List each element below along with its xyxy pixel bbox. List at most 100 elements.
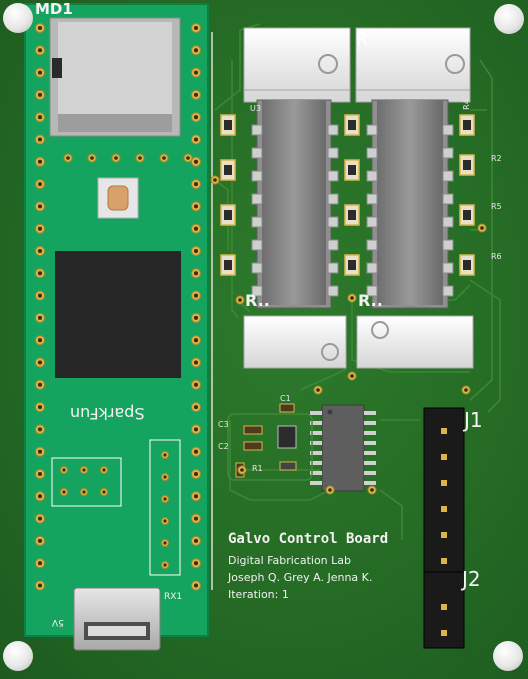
ic-pin bbox=[251, 170, 263, 182]
mounting-hole-top-right bbox=[494, 4, 524, 34]
ic-pin bbox=[442, 147, 454, 159]
module-small-header bbox=[51, 457, 122, 507]
soic-pin bbox=[364, 411, 376, 415]
driver-ic-pins bbox=[251, 124, 454, 297]
soic-pin bbox=[364, 481, 376, 485]
soic-pins bbox=[310, 411, 376, 485]
capacitors bbox=[235, 403, 297, 478]
driver-ic-right bbox=[371, 99, 449, 309]
ic-pin bbox=[366, 124, 378, 136]
ic-pin bbox=[251, 262, 263, 274]
header-bottom-left bbox=[243, 315, 347, 369]
connector-pin bbox=[441, 506, 447, 512]
module-pin-rx: RX1 bbox=[164, 592, 183, 602]
soic-pin bbox=[310, 471, 322, 475]
ic-pin bbox=[327, 124, 339, 136]
label-c3: C3 bbox=[218, 420, 229, 429]
ic-pin bbox=[251, 147, 263, 159]
ic-pin bbox=[366, 262, 378, 274]
driver-ic-left bbox=[256, 99, 332, 309]
label-r2: R2 bbox=[491, 154, 502, 163]
label-c1: C1 bbox=[280, 394, 291, 403]
connector-pin bbox=[441, 604, 447, 610]
mounting-hole-bottom-left bbox=[3, 641, 33, 671]
soic-pin bbox=[310, 451, 322, 455]
module-chip bbox=[55, 251, 181, 378]
module-pin-5v: 5V bbox=[52, 617, 64, 627]
reset-button bbox=[97, 177, 139, 219]
ic-pin bbox=[327, 147, 339, 159]
soic-pin bbox=[364, 421, 376, 425]
soic-pin bbox=[310, 421, 322, 425]
label-j1: J1 bbox=[464, 408, 483, 432]
board-title: Galvo Control Board bbox=[228, 531, 389, 547]
ic-pin bbox=[327, 285, 339, 297]
soic-pin bbox=[310, 461, 322, 465]
header-top-left bbox=[243, 27, 351, 103]
ic-pin bbox=[327, 170, 339, 182]
ic-pin bbox=[442, 216, 454, 228]
sd-card-slot bbox=[49, 17, 181, 137]
ic-pin bbox=[327, 216, 339, 228]
header-top-right bbox=[355, 27, 471, 103]
header-bottom-right bbox=[356, 315, 474, 369]
connector-pin bbox=[441, 480, 447, 486]
module-brand-logo: SparkFun bbox=[70, 404, 145, 423]
ic-pin bbox=[442, 262, 454, 274]
ic-pin bbox=[251, 239, 263, 251]
label-r5: R5 bbox=[491, 202, 502, 211]
module-pins-row bbox=[63, 153, 193, 163]
ic-pin bbox=[366, 216, 378, 228]
module-pins-right bbox=[191, 23, 201, 591]
label-r1: R1 bbox=[252, 464, 263, 473]
mounting-hole-top-left bbox=[3, 3, 33, 33]
soic-pin bbox=[310, 411, 322, 415]
soic-pin bbox=[364, 451, 376, 455]
ic-pin bbox=[366, 170, 378, 182]
usb-connector bbox=[73, 587, 161, 651]
module-pins-left bbox=[35, 23, 45, 591]
soic-pin bbox=[364, 461, 376, 465]
vias bbox=[210, 175, 487, 495]
ic-pin bbox=[366, 239, 378, 251]
module-designator: MD1 bbox=[35, 0, 73, 18]
ic-pin bbox=[327, 193, 339, 205]
soic-pin bbox=[364, 471, 376, 475]
label-header-bottom-right: R.. bbox=[358, 291, 383, 310]
connector-pin bbox=[441, 454, 447, 460]
label-header-bottom-left: R.. bbox=[245, 291, 270, 310]
ic-pin bbox=[366, 147, 378, 159]
ic-pin bbox=[442, 193, 454, 205]
smd-resistors bbox=[220, 114, 475, 276]
soic-chip bbox=[321, 404, 365, 492]
label-c2: C2 bbox=[218, 442, 229, 451]
ic-pin bbox=[442, 239, 454, 251]
connector-pin bbox=[441, 558, 447, 564]
connector-pin bbox=[441, 630, 447, 636]
soic-pin bbox=[364, 441, 376, 445]
board-authors: Joseph Q. Grey A. Jenna K. bbox=[228, 571, 373, 584]
soic-pin bbox=[310, 481, 322, 485]
soic-pin bbox=[310, 431, 322, 435]
ic-pin bbox=[327, 239, 339, 251]
board-iteration: Iteration: 1 bbox=[228, 588, 289, 601]
label-r6: R6 bbox=[491, 252, 502, 261]
connector-pin bbox=[441, 532, 447, 538]
ic-pin bbox=[327, 262, 339, 274]
ic-pin bbox=[251, 124, 263, 136]
label-j2: J2 bbox=[462, 567, 481, 591]
soic-pin bbox=[310, 441, 322, 445]
module-side-header bbox=[149, 439, 181, 576]
ic-pin bbox=[442, 124, 454, 136]
connector-j1 bbox=[423, 407, 465, 579]
ic-pin bbox=[251, 216, 263, 228]
label-r4: R4 bbox=[461, 99, 471, 110]
ic-pin bbox=[366, 285, 378, 297]
connector-pin bbox=[441, 428, 447, 434]
soic-pin bbox=[364, 431, 376, 435]
ic-pin bbox=[251, 193, 263, 205]
ic-pin bbox=[251, 285, 263, 297]
ic-pin bbox=[366, 193, 378, 205]
